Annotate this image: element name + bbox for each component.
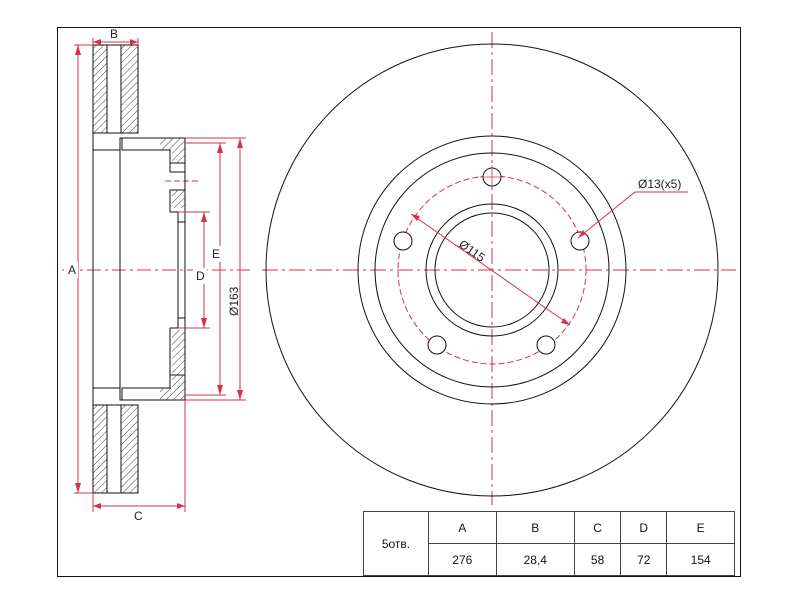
bolt-hole-leader [577, 191, 636, 239]
upper-inner-plate [120, 44, 139, 134]
bolt-hole [393, 231, 413, 251]
value-c: 58 [573, 543, 622, 576]
pcd-leader [410, 213, 571, 326]
front-view: Ø115 Ø13(x5) [262, 32, 736, 505]
dim-d-label: D [196, 269, 205, 283]
value-e: 154 [666, 543, 735, 576]
value-d: 72 [620, 543, 668, 576]
outer-disc-circle [265, 43, 719, 497]
drawing-frame [57, 27, 741, 577]
hat-outer-circle [357, 135, 627, 405]
header-e: E [666, 511, 735, 544]
value-a: 276 [428, 543, 497, 576]
upper-outer-plate [92, 44, 108, 134]
table-value-row: 276 28,4 58 72 154 [364, 543, 735, 576]
center-bore-inner [434, 212, 550, 328]
lower-outer-plate [92, 404, 108, 494]
header-c: C [573, 511, 622, 544]
center-bore-outer [425, 203, 559, 337]
hat-inner-circle [374, 152, 610, 388]
pcd-label: Ø115 [456, 237, 488, 265]
dim-c-label: C [134, 509, 143, 523]
dim-hub-dia-label: Ø163 [227, 286, 241, 316]
header-a: A [428, 511, 497, 544]
spec-table: 5отв. A B C D E 276 28,4 58 72 154 [363, 511, 735, 576]
bolt-hole [427, 335, 447, 355]
side-section-view: A B C D E Ø163 [62, 27, 250, 523]
value-b: 28,4 [495, 543, 575, 576]
dim-b-label: B [110, 27, 118, 41]
bolt-hole [536, 335, 556, 355]
lower-inner-plate [120, 404, 139, 494]
dim-e-label: E [212, 247, 220, 261]
bolt-hole [570, 231, 590, 251]
bolt-hole-label: Ø13(x5) [638, 177, 681, 191]
table-header-row: 5отв. A B C D E [363, 511, 735, 576]
holes-label-cell: 5отв. [363, 511, 429, 576]
header-b: B [495, 511, 575, 544]
hat-section-upper [92, 133, 186, 223]
dim-a-label: A [68, 263, 76, 277]
header-d: D [620, 511, 668, 544]
